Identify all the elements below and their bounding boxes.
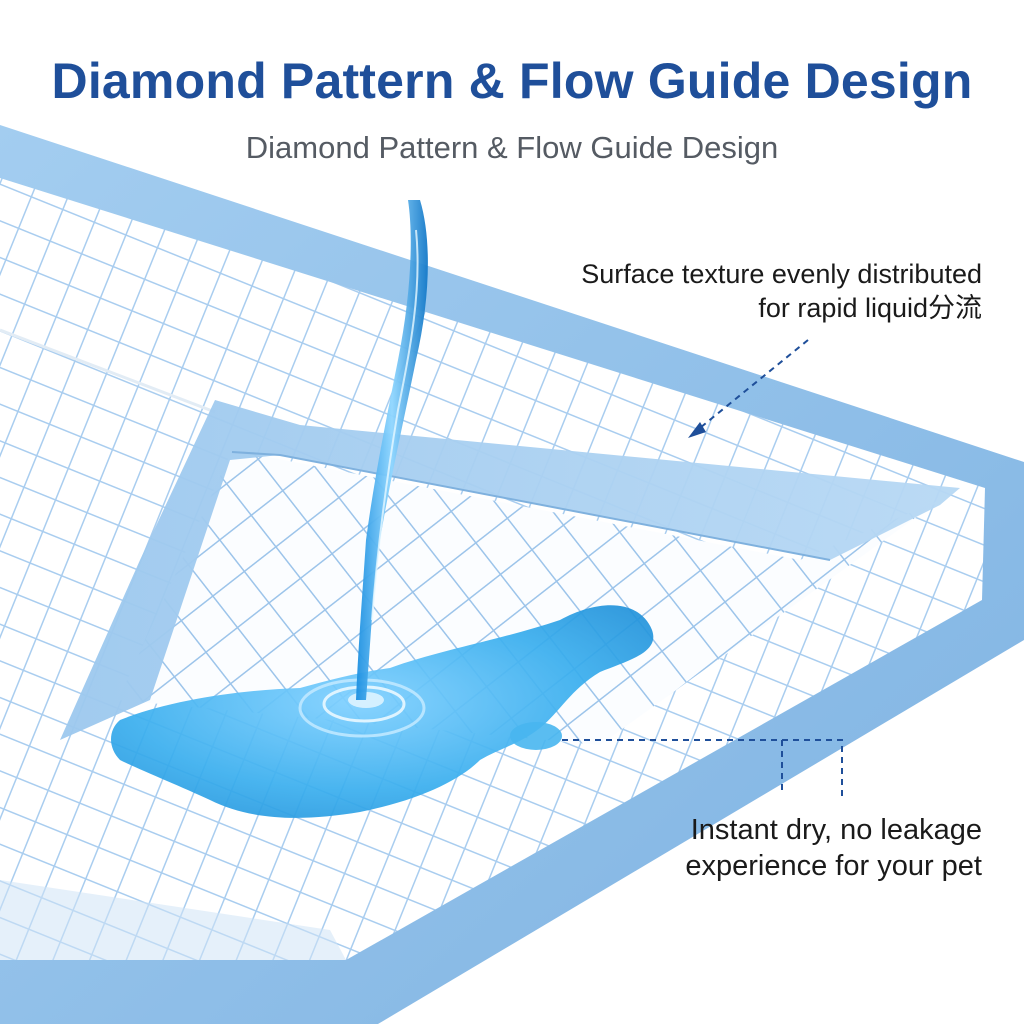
pad-seam	[0, 328, 216, 414]
leader-line-dry-a	[562, 739, 843, 800]
puddle-droplet	[510, 722, 562, 750]
leader-line-surface	[694, 339, 809, 433]
callout-instant-dry: Instant dry, no leakage experience for y…	[685, 812, 982, 884]
stream-highlight	[371, 229, 419, 621]
flap-underside	[118, 450, 940, 745]
callout-dry-line2: experience for your pet	[685, 850, 982, 882]
callout-surface-texture: Surface texture evenly distributed for r…	[581, 257, 982, 325]
flap-edge-line	[231, 451, 831, 561]
page-subtitle: Diamond Pattern & Flow Guide Design	[245, 130, 779, 165]
pad-border-bottom-strip	[0, 880, 346, 960]
callout-surface-line2: for rapid liquid分流	[758, 293, 982, 323]
page-title: Diamond Pattern & Flow Guide Design	[51, 53, 973, 109]
liquid-stream	[356, 200, 428, 700]
folded-flap	[60, 400, 960, 745]
flap-rim	[60, 400, 960, 740]
callout-surface-line1: Surface texture evenly distributed	[581, 259, 982, 289]
callout-dry-line1: Instant dry, no leakage	[690, 814, 982, 846]
leader-lines	[562, 339, 843, 800]
leader-arrowhead-surface	[688, 422, 706, 438]
puddle-shape	[111, 605, 654, 818]
